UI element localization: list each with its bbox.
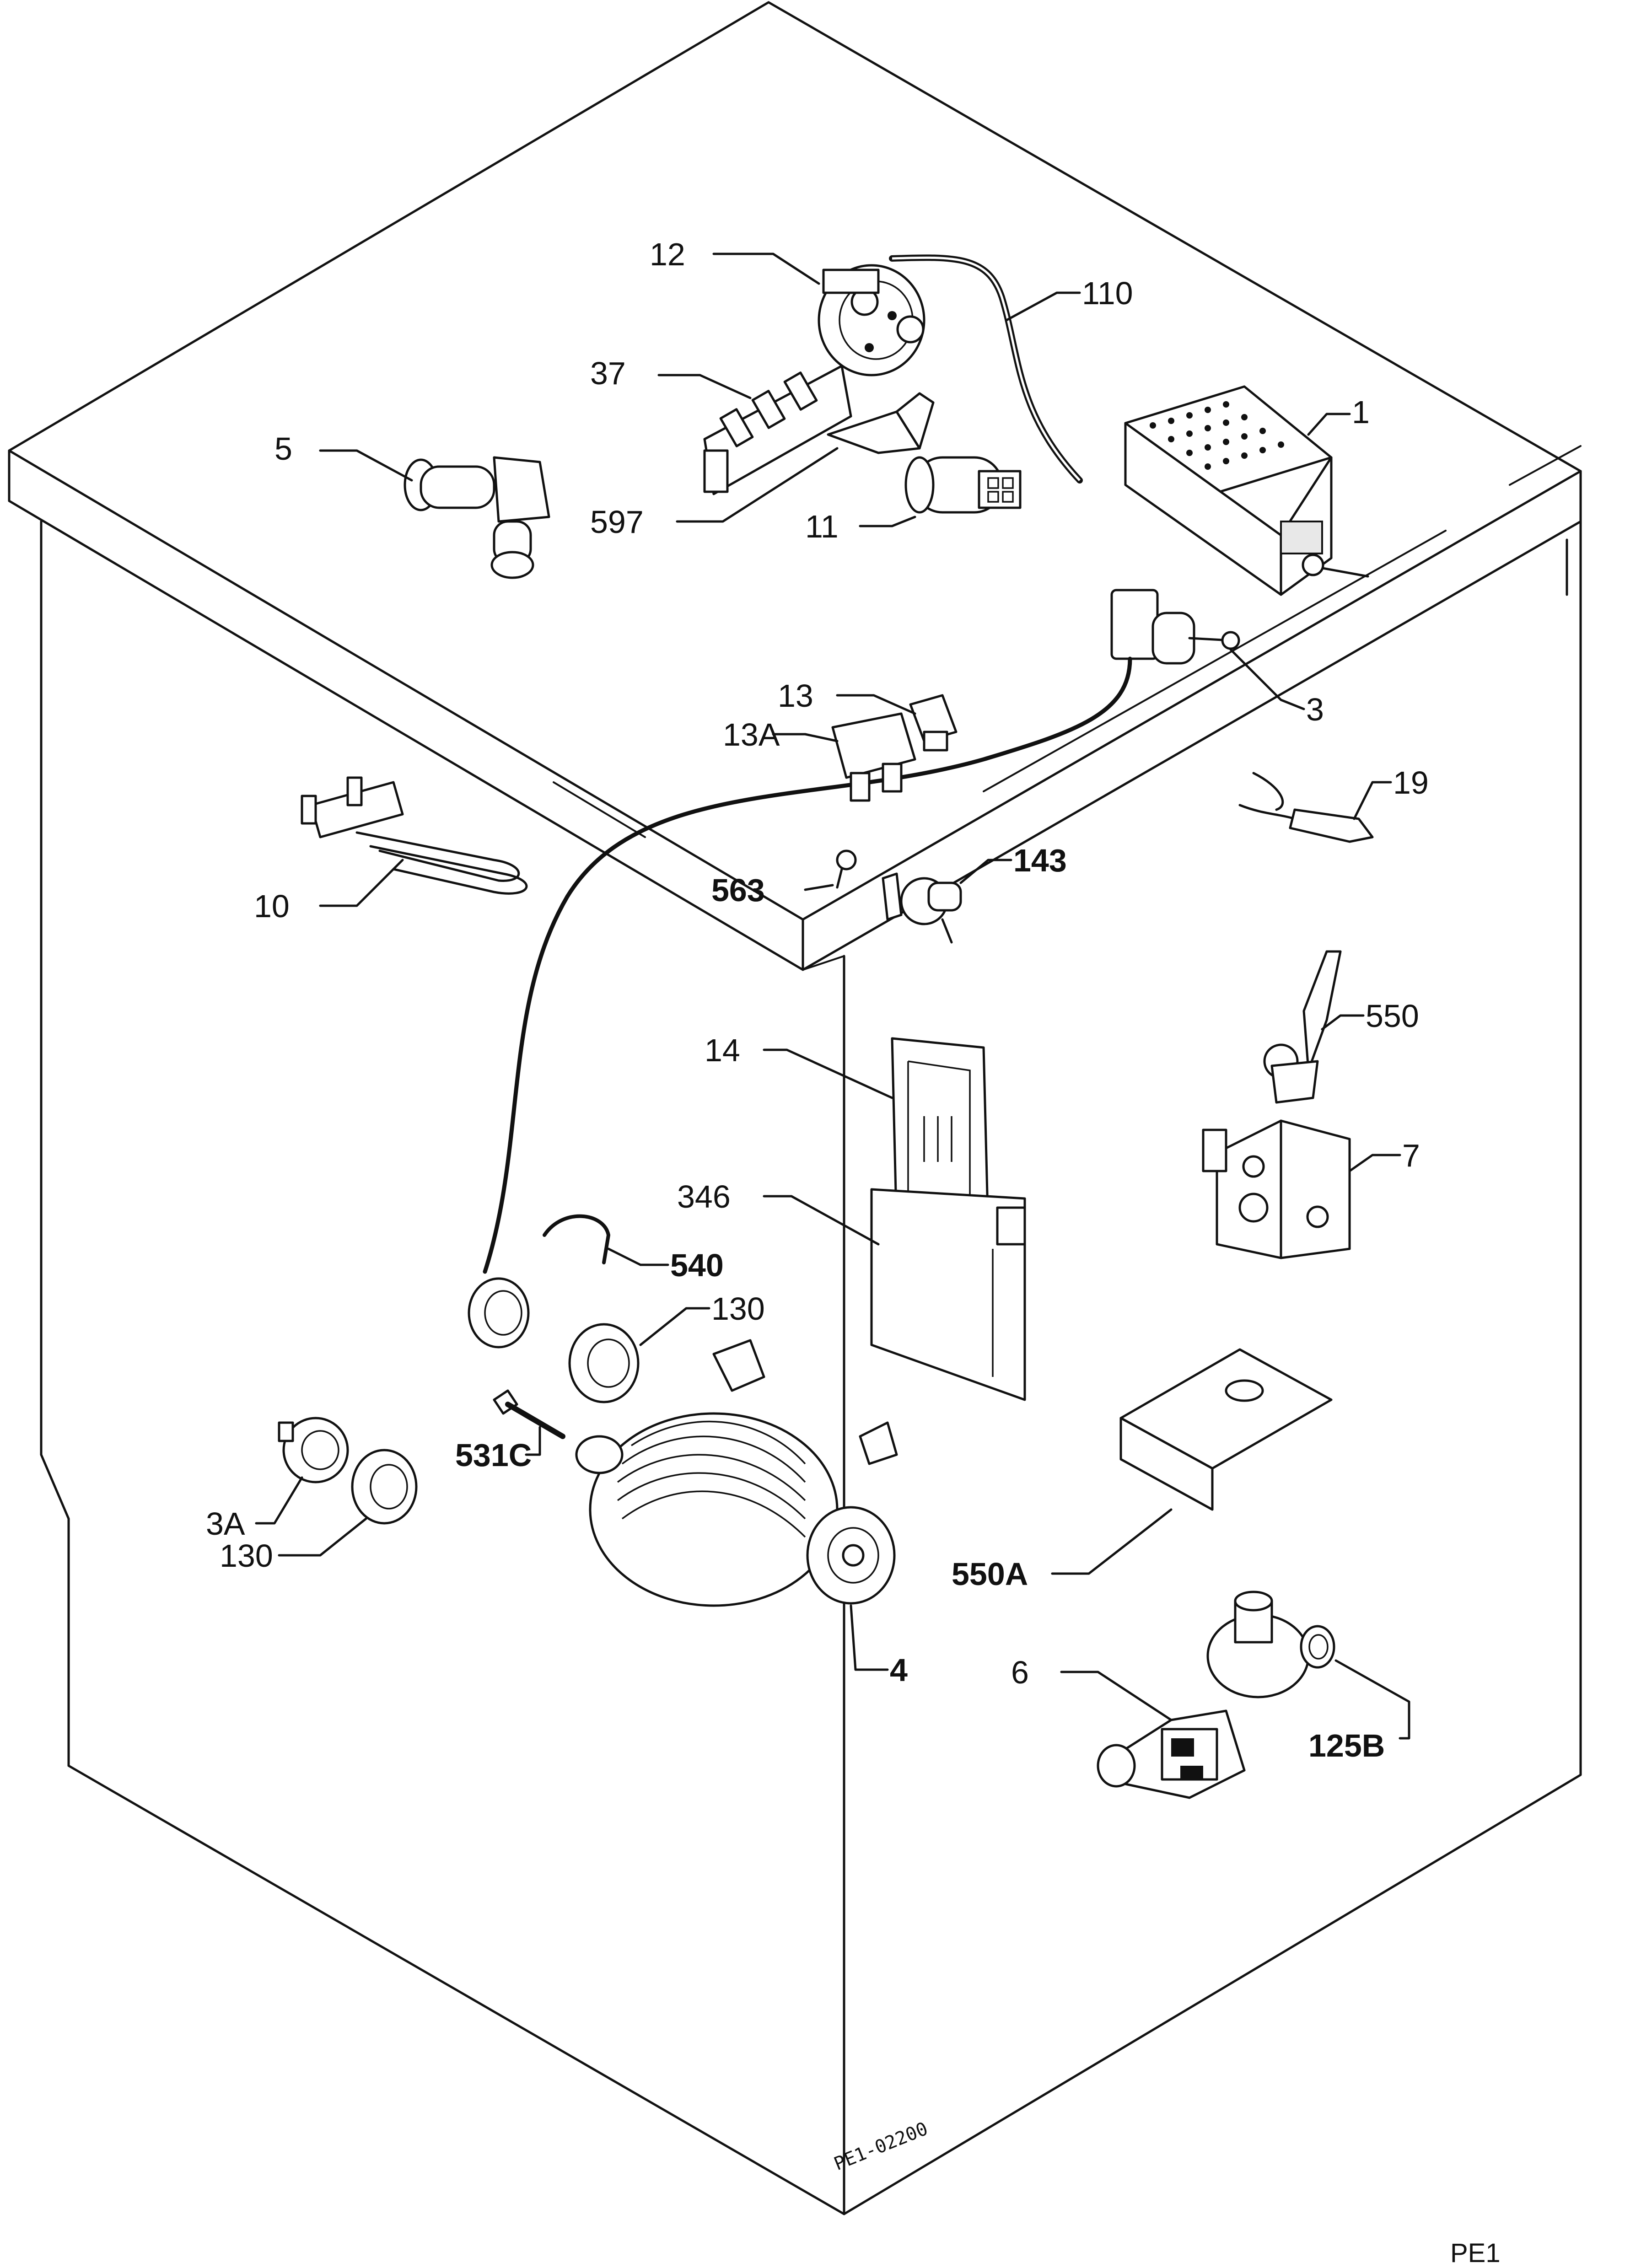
callout-5: 5 bbox=[274, 431, 292, 467]
connector-part-13a bbox=[831, 712, 916, 802]
sensor-part-19 bbox=[1238, 772, 1374, 843]
callout-10: 10 bbox=[254, 888, 290, 924]
bushing-part-130-bottom bbox=[351, 1449, 418, 1525]
callout-130-bottom: 130 bbox=[220, 1538, 273, 1574]
motor-part-4 bbox=[575, 1339, 898, 1607]
callout-4: 4 bbox=[890, 1652, 908, 1688]
callout-531c: 531C bbox=[455, 1437, 532, 1473]
callout-3a: 3A bbox=[206, 1506, 245, 1542]
callout-550: 550 bbox=[1366, 998, 1419, 1034]
bracket-plate-part-550a bbox=[1119, 1348, 1333, 1511]
hose-part-110-inner bbox=[892, 256, 1081, 481]
callout-110: 110 bbox=[1082, 275, 1133, 311]
bolt-part-531c bbox=[493, 1389, 565, 1439]
switch-part-3 bbox=[1110, 589, 1240, 665]
callout-130-top: 130 bbox=[711, 1291, 765, 1327]
callout-labels: 12 110 37 5 1 597 11 3 13 13A 19 10 563 … bbox=[206, 236, 1429, 1763]
callout-37: 37 bbox=[590, 355, 626, 391]
callout-346: 346 bbox=[677, 1179, 731, 1215]
programmer-part-1 bbox=[1124, 385, 1369, 596]
thermostat-part-3a bbox=[278, 1417, 349, 1483]
callout-19: 19 bbox=[1393, 765, 1429, 801]
callout-563: 563 bbox=[711, 872, 765, 908]
leader-lines bbox=[255, 253, 1410, 1740]
callout-125b: 125B bbox=[1308, 1728, 1385, 1763]
pump-part-6 bbox=[1097, 1591, 1310, 1799]
callout-550a: 550A bbox=[952, 1556, 1028, 1592]
clip-part-540 bbox=[543, 1214, 610, 1264]
cable-grommet bbox=[468, 1277, 530, 1349]
drawing-code: PE1-02200 bbox=[831, 2118, 931, 2175]
callout-12: 12 bbox=[650, 236, 685, 272]
pressure-switch-part-12 bbox=[818, 264, 925, 376]
valve-part-5 bbox=[404, 456, 550, 579]
callout-13: 13 bbox=[778, 678, 813, 714]
connector-part-13 bbox=[909, 694, 958, 752]
callout-7: 7 bbox=[1402, 1138, 1420, 1173]
seal-ring-part-125b bbox=[1300, 1625, 1335, 1669]
door-lock-part-7 bbox=[1202, 1119, 1351, 1259]
callout-1: 1 bbox=[1352, 394, 1370, 430]
dispenser-housing-part-346 bbox=[870, 1188, 1026, 1401]
callout-3: 3 bbox=[1306, 692, 1324, 727]
bushing-part-130-top bbox=[568, 1323, 640, 1403]
switch-cable bbox=[483, 656, 1132, 1274]
callout-14: 14 bbox=[705, 1032, 740, 1068]
screw-part-563 bbox=[836, 849, 857, 889]
heater-part-10 bbox=[301, 776, 528, 895]
page-code: PE1 bbox=[1450, 2238, 1501, 2268]
switch-part-143 bbox=[882, 872, 962, 944]
callout-143: 143 bbox=[1013, 843, 1067, 878]
callout-6: 6 bbox=[1011, 1655, 1029, 1690]
callout-13a: 13A bbox=[723, 717, 780, 752]
callout-597: 597 bbox=[590, 504, 644, 540]
callout-540: 540 bbox=[670, 1247, 724, 1283]
cabinet-outline bbox=[8, 1, 1582, 2215]
capacitor-part-11 bbox=[904, 456, 1022, 514]
bracket-part-597 bbox=[827, 392, 935, 454]
door-lock-part-550 bbox=[1263, 950, 1342, 1104]
terminal-block-part-37 bbox=[703, 365, 852, 495]
callout-11: 11 bbox=[805, 509, 839, 544]
